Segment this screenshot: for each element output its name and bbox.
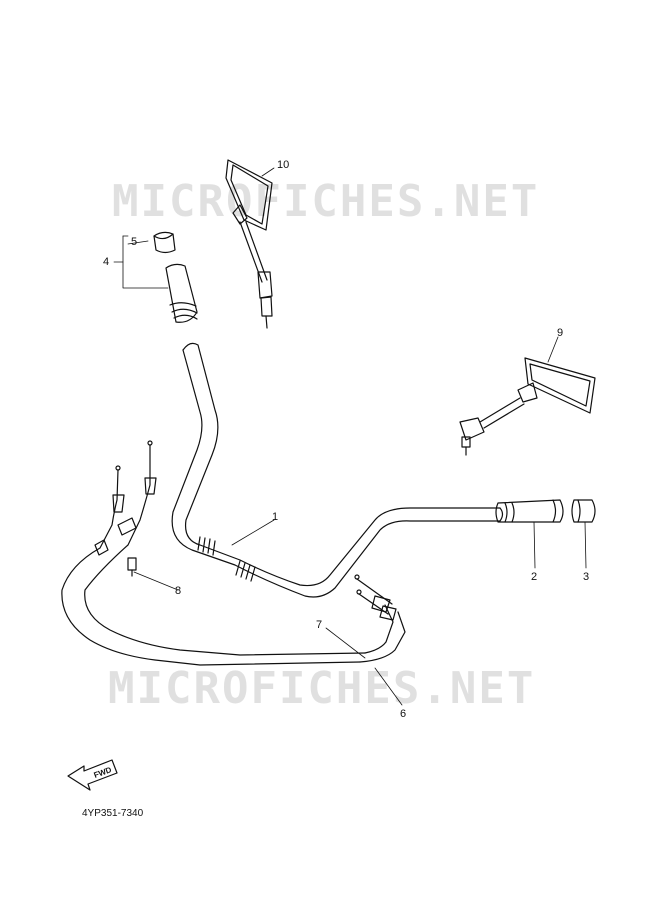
- watermark-bottom: MICROFICHES.NET: [108, 663, 536, 714]
- fwd-arrow: [67, 759, 118, 791]
- grip-part-2: [495, 499, 564, 523]
- watermark-top: MICROFICHES.NET: [112, 176, 540, 227]
- callout-6: 6: [400, 708, 407, 720]
- grip-end-part-3: [571, 499, 596, 523]
- grip-assembly-part-4: [165, 263, 198, 323]
- callout-9: 9: [557, 327, 564, 339]
- part-code: 4YP351-7340: [82, 808, 144, 819]
- callout-4: 4: [103, 256, 110, 268]
- callout-8: 8: [175, 585, 182, 597]
- callout-3: 3: [583, 571, 590, 583]
- mirror-part-10: [225, 159, 273, 329]
- callout-7: 7: [316, 619, 323, 631]
- handlebar-part-1: [171, 342, 504, 598]
- mirror-part-9: [459, 357, 596, 456]
- callout-1: 1: [272, 511, 279, 523]
- callout-10: 10: [277, 159, 290, 171]
- callout-5: 5: [131, 236, 138, 248]
- leader-lines: [113, 167, 587, 706]
- cable-set-right: [354, 574, 406, 663]
- callout-2: 2: [531, 571, 538, 583]
- fwd-arrow-label: FWD: [93, 765, 113, 780]
- cable-set-left: [61, 440, 366, 666]
- grip-end-part-5: [153, 231, 176, 254]
